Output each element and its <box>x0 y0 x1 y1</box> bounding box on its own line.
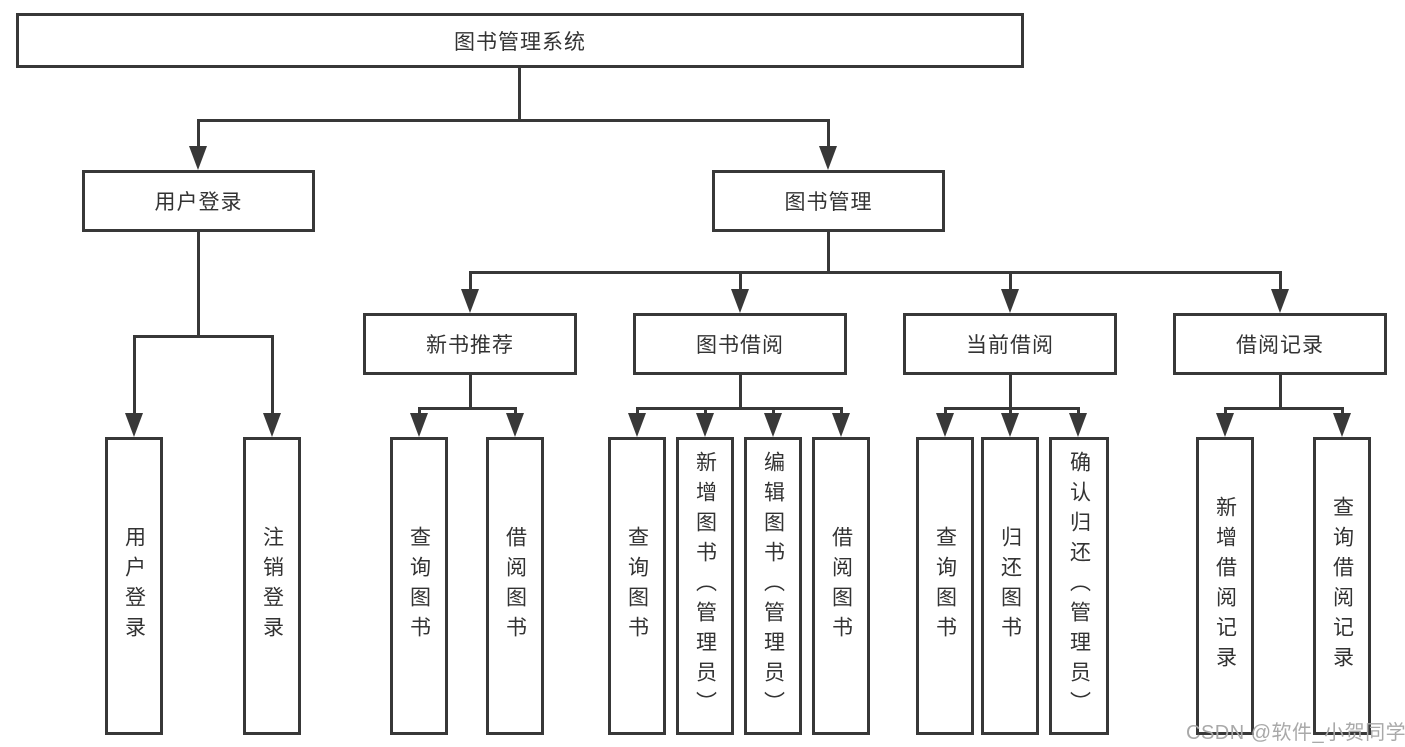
node-book-borrow: 图书借阅 <box>633 313 847 375</box>
csdn-watermark: CSDN @软件_小贺同学 <box>1186 722 1405 744</box>
arrow-down-icon <box>410 413 428 437</box>
arrow-down-icon <box>461 289 479 313</box>
arrow-down-icon <box>731 289 749 313</box>
leaf-query-books-current: 查询图书 <box>916 437 974 735</box>
leaf-add-borrow-record: 新增借阅记录 <box>1196 437 1254 735</box>
leaf-confirm-return-admin: 确认归还（管理员） <box>1049 437 1109 735</box>
connector-drop-module <box>1279 271 1282 293</box>
leaf-label: 新增借阅记录 <box>1213 496 1237 676</box>
leaf-query-books-recommend: 查询图书 <box>390 437 448 735</box>
connector-drop-leaf <box>133 335 136 419</box>
leaf-borrow-books: 借阅图书 <box>812 437 870 735</box>
connector-drop-leaf <box>271 335 274 419</box>
node-user-login: 用户登录 <box>82 170 315 232</box>
connector-leaf-rail <box>1224 407 1344 410</box>
connector-drop-module <box>739 271 742 293</box>
leaf-label: 确认归还（管理员） <box>1067 451 1091 721</box>
arrow-down-icon <box>1001 413 1019 437</box>
leaf-return-books: 归还图书 <box>981 437 1039 735</box>
leaf-label: 归还图书 <box>998 526 1022 646</box>
arrow-down-icon <box>189 146 207 170</box>
leaf-borrow-books-recommend: 借阅图书 <box>486 437 544 735</box>
arrow-down-icon <box>696 413 714 437</box>
connector-module-stem <box>1009 375 1012 410</box>
connector-user-login-stem <box>197 232 200 338</box>
connector-module-stem <box>469 375 472 410</box>
leaf-user-login: 用户登录 <box>105 437 163 735</box>
leaf-add-books-admin: 新增图书（管理员） <box>676 437 734 735</box>
connector-drop-book-management <box>827 119 830 149</box>
leaf-logout: 注销登录 <box>243 437 301 735</box>
leaf-label: 查询图书 <box>407 526 431 646</box>
arrow-down-icon <box>1271 289 1289 313</box>
leaf-label: 查询借阅记录 <box>1330 496 1354 676</box>
connector-user-login-rail <box>133 335 274 338</box>
connector-leaf-rail <box>636 407 843 410</box>
leaf-label: 查询图书 <box>933 526 957 646</box>
leaf-label: 编辑图书（管理员） <box>761 451 785 721</box>
connector-module-stem <box>1279 375 1282 410</box>
connector-root-stem <box>518 68 521 122</box>
connector-leaf-rail <box>418 407 517 410</box>
connector-book-management-stem <box>827 232 830 274</box>
arrow-down-icon <box>125 413 143 437</box>
arrow-down-icon <box>936 413 954 437</box>
arrow-down-icon <box>1069 413 1087 437</box>
connector-drop-module <box>1009 271 1012 293</box>
arrow-down-icon <box>764 413 782 437</box>
connector-level2-rail <box>197 119 830 122</box>
node-borrow-record: 借阅记录 <box>1173 313 1387 375</box>
connector-drop-user-login <box>197 119 200 149</box>
arrow-down-icon <box>1333 413 1351 437</box>
arrow-down-icon <box>263 413 281 437</box>
leaf-label: 查询图书 <box>625 526 649 646</box>
connector-level3-rail <box>469 271 1282 274</box>
leaf-label: 用户登录 <box>122 526 146 646</box>
leaf-edit-books-admin: 编辑图书（管理员） <box>744 437 802 735</box>
leaf-label: 借阅图书 <box>503 526 527 646</box>
connector-module-stem <box>739 375 742 410</box>
leaf-label: 新增图书（管理员） <box>693 451 717 721</box>
arrow-down-icon <box>819 146 837 170</box>
connector-leaf-rail <box>944 407 1080 410</box>
leaf-label: 注销登录 <box>260 526 284 646</box>
connector-drop-module <box>469 271 472 293</box>
arrow-down-icon <box>628 413 646 437</box>
arrow-down-icon <box>506 413 524 437</box>
node-library-system: 图书管理系统 <box>16 13 1024 68</box>
arrow-down-icon <box>832 413 850 437</box>
leaf-label: 借阅图书 <box>829 526 853 646</box>
node-new-book-recommend: 新书推荐 <box>363 313 577 375</box>
node-book-management: 图书管理 <box>712 170 945 232</box>
arrow-down-icon <box>1001 289 1019 313</box>
arrow-down-icon <box>1216 413 1234 437</box>
node-current-borrow: 当前借阅 <box>903 313 1117 375</box>
leaf-query-borrow-record: 查询借阅记录 <box>1313 437 1371 735</box>
leaf-query-books-borrow: 查询图书 <box>608 437 666 735</box>
